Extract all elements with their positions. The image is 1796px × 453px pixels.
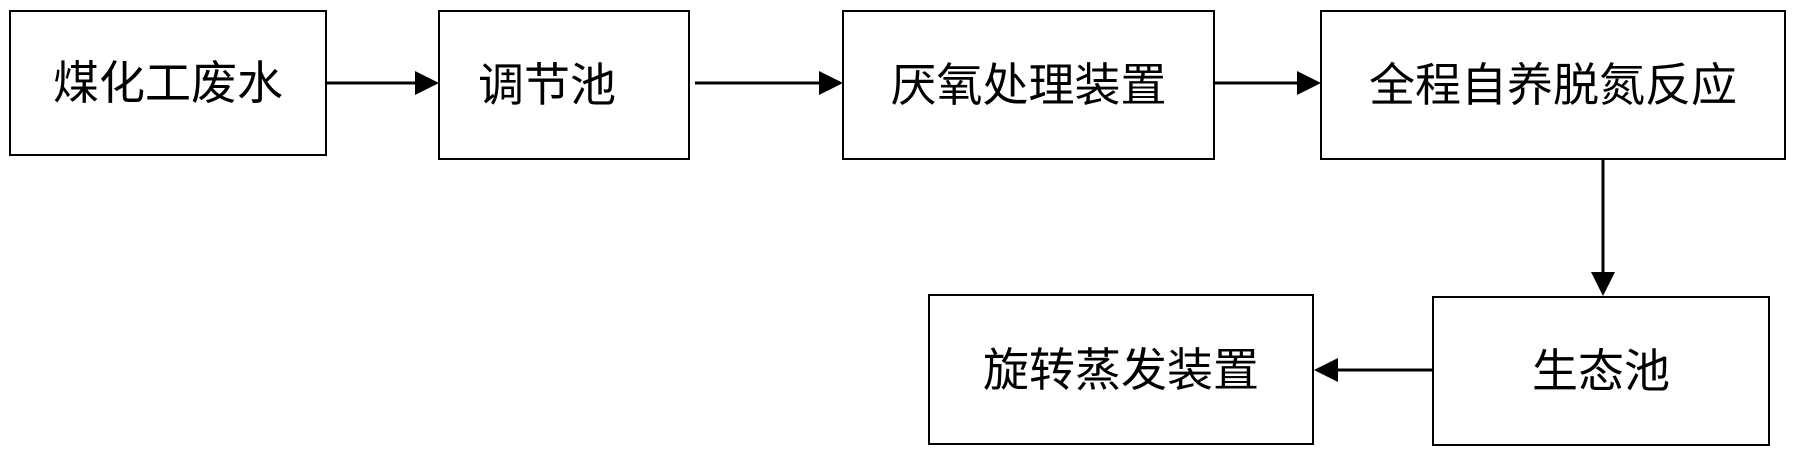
step-label: 全程自养脱氮反应 <box>1369 58 1737 112</box>
step-box-coal-wastewater: 煤化工废水 <box>9 10 327 156</box>
step-box-regulating-tank: 调节池 <box>438 10 690 160</box>
step-label: 旋转蒸发装置 <box>983 342 1259 397</box>
step-box-autotrophic-nitrogen-removal: 全程自养脱氮反应 <box>1320 10 1786 160</box>
step-label: 生态池 <box>1532 344 1670 398</box>
step-label: 调节池 <box>478 58 616 112</box>
step-box-ecological-pond: 生态池 <box>1432 296 1770 446</box>
step-box-rotary-evaporation: 旋转蒸发装置 <box>928 294 1314 445</box>
step-label: 厌氧处理装置 <box>890 58 1167 112</box>
step-box-anaerobic-device: 厌氧处理装置 <box>842 10 1215 160</box>
step-label: 煤化工废水 <box>53 56 283 110</box>
